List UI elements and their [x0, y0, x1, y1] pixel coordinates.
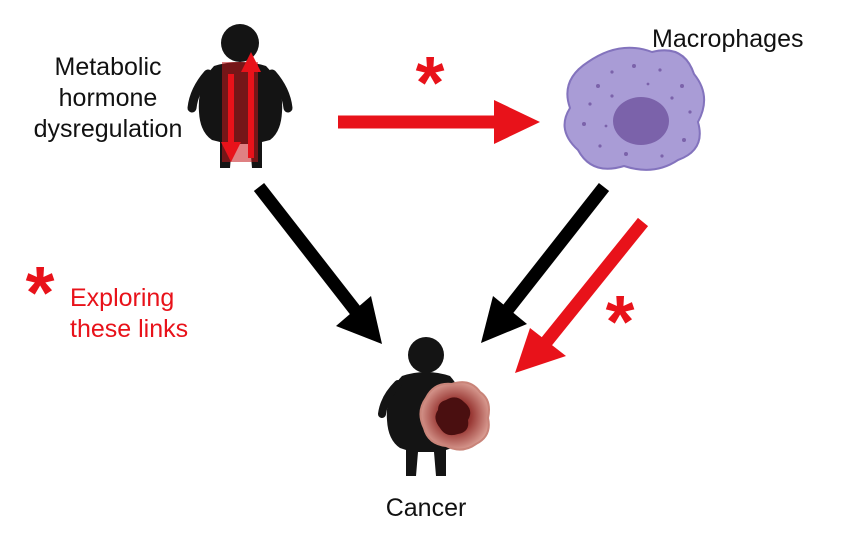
- arrow-macrophages-to-cancer-red: [515, 217, 649, 373]
- legend-text-line: Exploring: [70, 284, 175, 312]
- arrow-metabolic-to-macrophages: [338, 100, 540, 144]
- exploring-marker-asterisk: *: [606, 280, 635, 363]
- tumor-icon: [419, 381, 490, 451]
- hormone-up-arrow-icon: [241, 52, 261, 158]
- hormone-down-arrow-icon: [221, 74, 241, 162]
- arrow-metabolic-to-cancer: [253, 183, 382, 344]
- macrophages-label: Macrophages: [652, 25, 804, 53]
- metabolic-label-line: hormone: [58, 84, 158, 112]
- macrophage-cell-icon: [563, 46, 705, 171]
- cancer-label: Cancer: [385, 494, 467, 522]
- metabolic-hormone-label: Metabolic hormone dysregulation: [8, 52, 208, 145]
- legend-text-line: these links: [70, 315, 189, 343]
- legend-asterisk: *: [26, 251, 55, 334]
- metabolic-label-line: Metabolic: [54, 53, 162, 81]
- metabolic-label-line: dysregulation: [33, 115, 183, 143]
- legend-text: Exploring these links: [70, 283, 188, 345]
- arrow-macrophages-to-cancer-black: [481, 182, 610, 343]
- exploring-marker-asterisk: *: [416, 41, 445, 124]
